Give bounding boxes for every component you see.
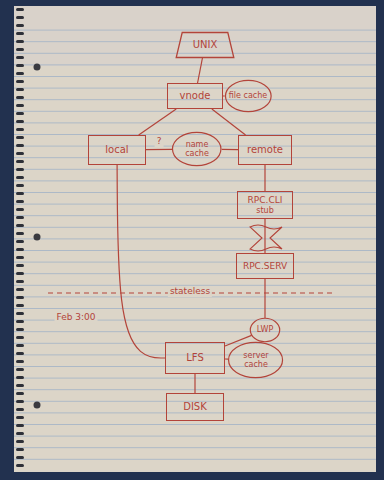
connector-line bbox=[222, 149, 238, 150]
node-label: LWP bbox=[257, 325, 273, 334]
connector-line bbox=[146, 149, 172, 151]
node-label: RPC.CLI bbox=[248, 195, 283, 205]
connector-line bbox=[194, 374, 195, 393]
ruled-lines bbox=[14, 24, 376, 464]
node-label: DISK bbox=[183, 401, 207, 413]
boundary-label: stateless bbox=[168, 287, 212, 297]
punch-hole bbox=[34, 234, 41, 241]
rpc-box: RPC.CLIstub bbox=[237, 191, 293, 219]
connector-line bbox=[264, 279, 265, 318]
circle-shape bbox=[225, 80, 271, 111]
layer-box: local bbox=[88, 135, 146, 165]
circle-shape bbox=[250, 318, 279, 342]
cache-circle: server cache bbox=[228, 342, 283, 378]
punch-hole bbox=[34, 402, 41, 409]
rpc-box: RPC.SERV bbox=[236, 253, 294, 279]
node-label: local bbox=[105, 144, 128, 156]
os-box: UNIX bbox=[175, 32, 235, 58]
cache-circle: name cache bbox=[172, 132, 221, 166]
connector-line bbox=[198, 58, 203, 83]
node-label: remote bbox=[247, 144, 283, 156]
cache-circle: file cache bbox=[225, 80, 272, 112]
punch-hole bbox=[34, 64, 41, 71]
connector-line bbox=[225, 358, 228, 359]
connector-line bbox=[264, 219, 265, 253]
node-sublabel: stub bbox=[256, 206, 273, 215]
connector-line bbox=[212, 109, 246, 135]
disk-box: DISK bbox=[166, 393, 224, 421]
connector-line bbox=[139, 109, 177, 135]
date-note: Feb 3:00 bbox=[54, 313, 97, 323]
node-label: RPC.SERV bbox=[243, 261, 287, 271]
edge-label: ? bbox=[155, 138, 164, 148]
node-label: LFS bbox=[186, 352, 204, 364]
node-label: name cache bbox=[175, 140, 218, 158]
connector-line bbox=[117, 165, 165, 358]
circle-shape bbox=[173, 132, 221, 165]
connector-line bbox=[223, 95, 225, 96]
connector-line bbox=[225, 335, 252, 346]
circle-shape bbox=[229, 342, 283, 377]
node-label: UNIX bbox=[193, 39, 218, 51]
process-circle: LWP bbox=[250, 318, 280, 342]
layer-box: remote bbox=[238, 135, 292, 165]
spiral-binding bbox=[12, 8, 28, 470]
network-symbol bbox=[250, 225, 282, 251]
node-label: vnode bbox=[180, 90, 211, 102]
connector-line bbox=[264, 165, 265, 191]
trapezoid-shape bbox=[176, 33, 234, 58]
layer-box: vnode bbox=[167, 83, 223, 109]
node-label: file cache bbox=[229, 91, 267, 100]
filesystem-box: LFS bbox=[165, 342, 225, 374]
paper-sheet bbox=[14, 6, 376, 472]
node-label: server cache bbox=[231, 351, 280, 369]
